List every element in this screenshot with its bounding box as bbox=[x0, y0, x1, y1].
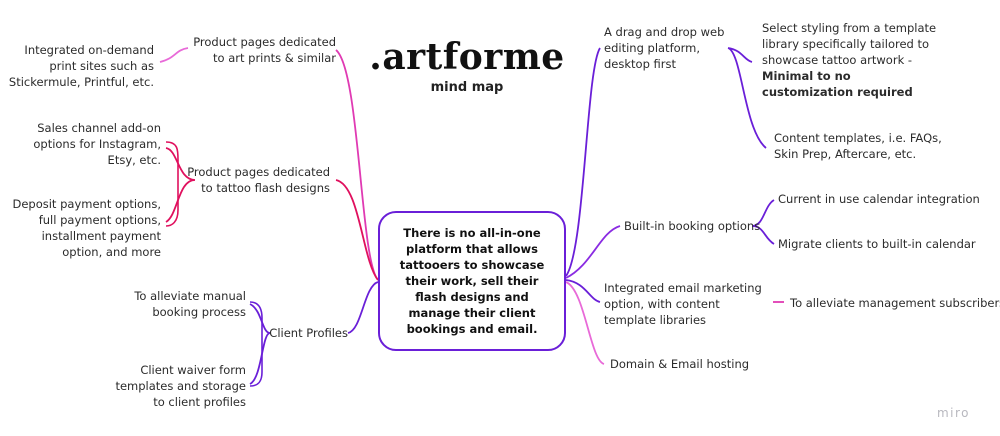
central-topic[interactable]: There is no all-in-one platform that all… bbox=[378, 211, 566, 351]
sub-editor-content-label: Content templates, i.e. FAQs, Skin Prep,… bbox=[774, 131, 942, 161]
sub-editor-content-templates[interactable]: Content templates, i.e. FAQs, Skin Prep,… bbox=[774, 130, 960, 162]
sub-email-subscribers-label: To alleviate management subscribers bbox=[790, 296, 1000, 310]
branch-art-prints bbox=[335, 49, 379, 281]
sub-clients-booking-label: To alleviate manual booking process bbox=[134, 289, 246, 319]
branch-editor bbox=[565, 47, 601, 277]
branch-email bbox=[565, 279, 601, 303]
topic-art-prints[interactable]: Product pages dedicated to art prints & … bbox=[180, 34, 336, 66]
branch-hosting bbox=[565, 281, 605, 365]
sub-art-prints-label: Integrated on-demand print sites such as… bbox=[8, 43, 154, 89]
topic-email-label: Integrated email marketing option, with … bbox=[604, 281, 762, 327]
sub-clients-manual-booking[interactable]: To alleviate manual booking process bbox=[118, 288, 246, 320]
sub-editor-styling-bold: Minimal to no customization required bbox=[762, 69, 913, 99]
sub-art-prints-onDemand[interactable]: Integrated on-demand print sites such as… bbox=[6, 42, 154, 90]
topic-hosting-label: Domain & Email hosting bbox=[610, 357, 750, 371]
sub-clients-waiver-forms[interactable]: Client waiver form templates and storage… bbox=[104, 362, 246, 410]
sub-booking-migrate-label: Migrate clients to built-in calendar bbox=[778, 237, 976, 251]
sub-editor-template-styling[interactable]: Select styling from a template library s… bbox=[762, 20, 938, 100]
sub-flash-payment-options[interactable]: Deposit payment options, full payment op… bbox=[6, 196, 161, 260]
topic-flash-designs[interactable]: Product pages dedicated to tattoo flash … bbox=[180, 164, 330, 196]
topic-client-profiles[interactable]: Client Profiles bbox=[256, 325, 348, 341]
sub-flash-sales-channels[interactable]: Sales channel add-on options for Instagr… bbox=[20, 120, 161, 168]
brand-logo: .artforme bbox=[369, 36, 565, 78]
topic-editor-label: A drag and drop web editing platform, de… bbox=[604, 25, 725, 71]
sub-flash-payment-label: Deposit payment options, full payment op… bbox=[12, 197, 161, 259]
topic-booking-label: Built-in booking options bbox=[624, 219, 761, 233]
branch-clients bbox=[347, 281, 379, 334]
sub-art-prints bbox=[159, 47, 189, 63]
page-subtitle: mind map bbox=[430, 80, 504, 95]
topic-domain-hosting[interactable]: Domain & Email hosting bbox=[610, 356, 760, 372]
sub-booking-brace bbox=[751, 199, 775, 245]
sub-clients-waiver-label: Client waiver form templates and storage… bbox=[115, 363, 246, 409]
sub-clients-brace bbox=[249, 303, 271, 385]
sub-booking-migrate-clients[interactable]: Migrate clients to built-in calendar bbox=[778, 236, 978, 252]
central-topic-text: There is no all-in-one platform that all… bbox=[399, 226, 545, 336]
topic-flash-label: Product pages dedicated to tattoo flash … bbox=[187, 165, 330, 195]
sub-editor-styling-text: Select styling from a template library s… bbox=[762, 21, 937, 67]
sub-flash-bracket bbox=[165, 141, 179, 227]
branch-booking bbox=[565, 225, 621, 279]
topic-booking-options[interactable]: Built-in booking options bbox=[624, 218, 760, 234]
miro-watermark: miro bbox=[936, 406, 970, 420]
topic-clients-label: Client Profiles bbox=[269, 326, 348, 340]
sub-email-subscribers[interactable]: To alleviate management subscribers bbox=[790, 295, 1000, 311]
sub-booking-integration-label: Current in use calendar integration bbox=[778, 192, 980, 206]
sub-clients-bracket bbox=[249, 301, 263, 387]
topic-web-editor[interactable]: A drag and drop web editing platform, de… bbox=[604, 24, 726, 72]
sub-booking-calendar-integration[interactable]: Current in use calendar integration bbox=[778, 191, 980, 207]
topic-email-marketing[interactable]: Integrated email marketing option, with … bbox=[604, 280, 764, 328]
topic-art-prints-label: Product pages dedicated to art prints & … bbox=[193, 35, 336, 65]
sub-flash-sales-label: Sales channel add-on options for Instagr… bbox=[33, 121, 161, 167]
sub-editor-brace bbox=[727, 47, 767, 149]
branch-flash bbox=[335, 179, 379, 281]
